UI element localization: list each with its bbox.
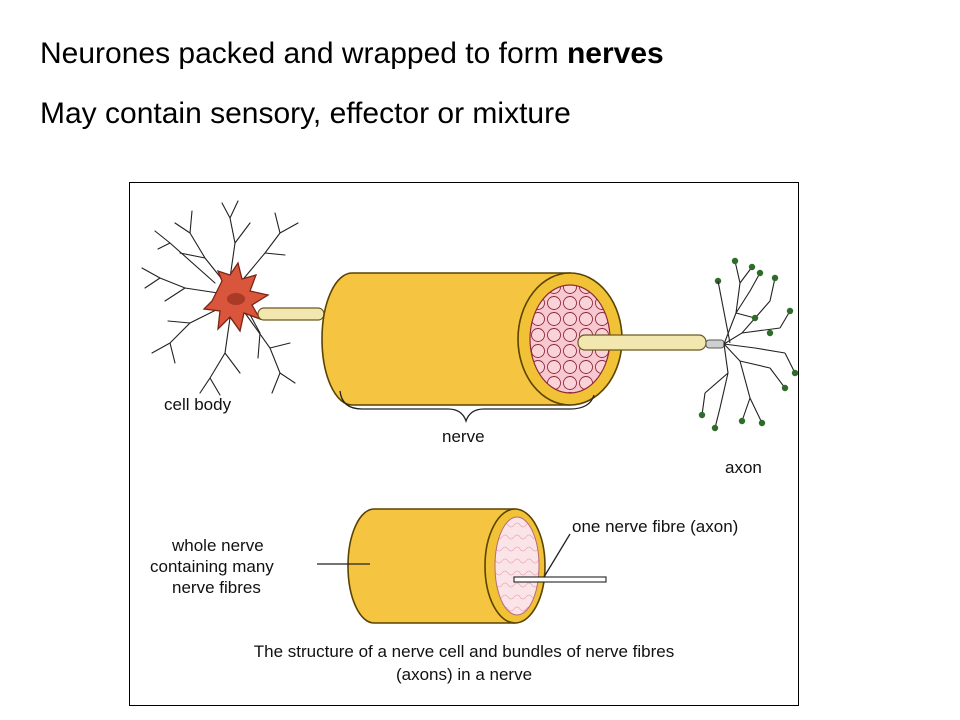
cell-nucleus: [227, 293, 245, 305]
label-nerve: nerve: [442, 427, 485, 446]
axon-tip: [705, 339, 725, 349]
upper-nerve-cylinder: [321, 272, 623, 406]
bullet-line-2: May contain sensory, effector or mixture: [40, 97, 571, 130]
dendrites: [141, 200, 299, 396]
axon-segment-right: [577, 334, 707, 351]
nerve-brace: [339, 390, 595, 424]
label-one-nerve-fibre: one nerve fibre (axon): [572, 517, 738, 536]
axon-segment-left: [257, 307, 325, 321]
lower-nerve-cylinder: [347, 508, 546, 624]
terminal-knobs: [698, 257, 798, 432]
label-whole-nerve-1: whole nerve: [171, 536, 264, 555]
figure-caption-line-2: (axons) in a nerve: [396, 665, 532, 684]
nerve-structure-figure: cell body nerve axon whole nerve contain…: [129, 182, 799, 706]
label-cell-body: cell body: [164, 395, 232, 414]
fibre-pointer-diagonal: [543, 533, 571, 578]
label-whole-nerve-2: containing many: [150, 557, 274, 576]
label-axon: axon: [725, 458, 762, 477]
bullet-line-1: Neurones packed and wrapped to form nerv…: [40, 36, 664, 72]
label-whole-nerve-3: nerve fibres: [172, 578, 261, 597]
single-fibre-highlight: [513, 576, 607, 583]
bullet-line-1-bold: nerves: [566, 37, 664, 70]
axon-terminals: [701, 260, 796, 429]
nerve-diagram: cell body nerve axon whole nerve contain…: [141, 200, 798, 684]
bullet-line-1-text: Neurones packed and wrapped to form: [40, 37, 567, 70]
figure-caption-line-1: The structure of a nerve cell and bundle…: [254, 642, 675, 661]
